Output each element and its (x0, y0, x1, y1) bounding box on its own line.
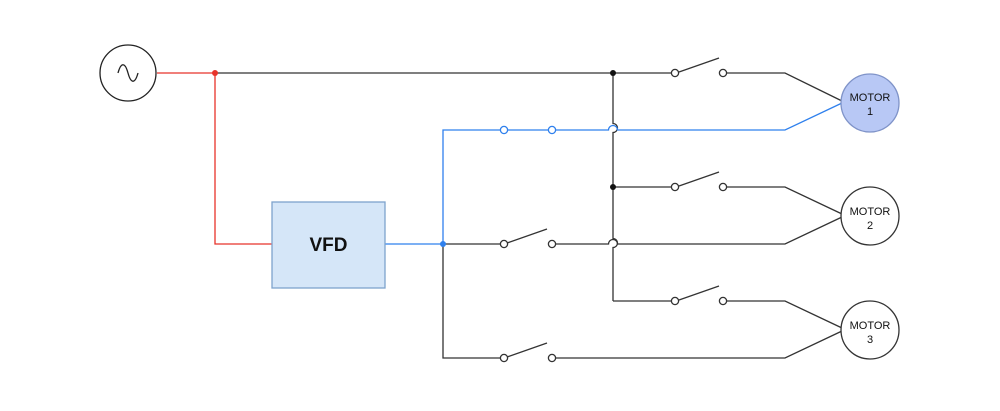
ac-source-sine-icon (117, 64, 139, 82)
bypass-wiring (215, 57, 843, 329)
motor-1-circle (840, 73, 900, 133)
junction-dot-vfd-output (440, 241, 446, 247)
bypass-switch-motor-3 (670, 285, 843, 329)
vfd-output-riser (442, 129, 504, 244)
motor-3-label-line2: 3 (867, 334, 873, 346)
vfd-label: VFD (310, 235, 348, 256)
vfd-box (271, 201, 386, 289)
vfd-block: VFD (271, 201, 386, 289)
supply-wiring (157, 72, 272, 245)
bypass-switch-motor-2 (670, 171, 843, 215)
motor-1-label-line1: MOTOR (850, 92, 891, 104)
motor-1: MOTOR 1 (840, 73, 900, 133)
vfd-switch-motor-1 (499, 102, 843, 135)
junction-dot-bypass-mid (610, 184, 616, 190)
junctions (212, 70, 616, 247)
motor-1-label-line2: 1 (867, 106, 873, 118)
motor-2-label-line2: 2 (867, 220, 873, 232)
vfd-switch-motor-2 (499, 216, 843, 249)
junction-dot-supply (212, 70, 218, 76)
motor-3: MOTOR 3 (840, 300, 900, 360)
supply-wire (157, 72, 272, 245)
bypass-switch-motor-1 (670, 57, 843, 102)
motor-2-circle (840, 186, 900, 246)
motor-3-label-line1: MOTOR (850, 320, 891, 332)
vfd-output-wiring (385, 102, 843, 363)
ac-source (99, 44, 157, 102)
vfd-switch-motor-3 (499, 330, 843, 363)
motor-3-circle (840, 300, 900, 360)
vfd-output-lower-bus (442, 244, 504, 359)
motor-2-label-line1: MOTOR (850, 206, 891, 218)
motor-2: MOTOR 2 (840, 186, 900, 246)
junction-dot-bypass-top (610, 70, 616, 76)
